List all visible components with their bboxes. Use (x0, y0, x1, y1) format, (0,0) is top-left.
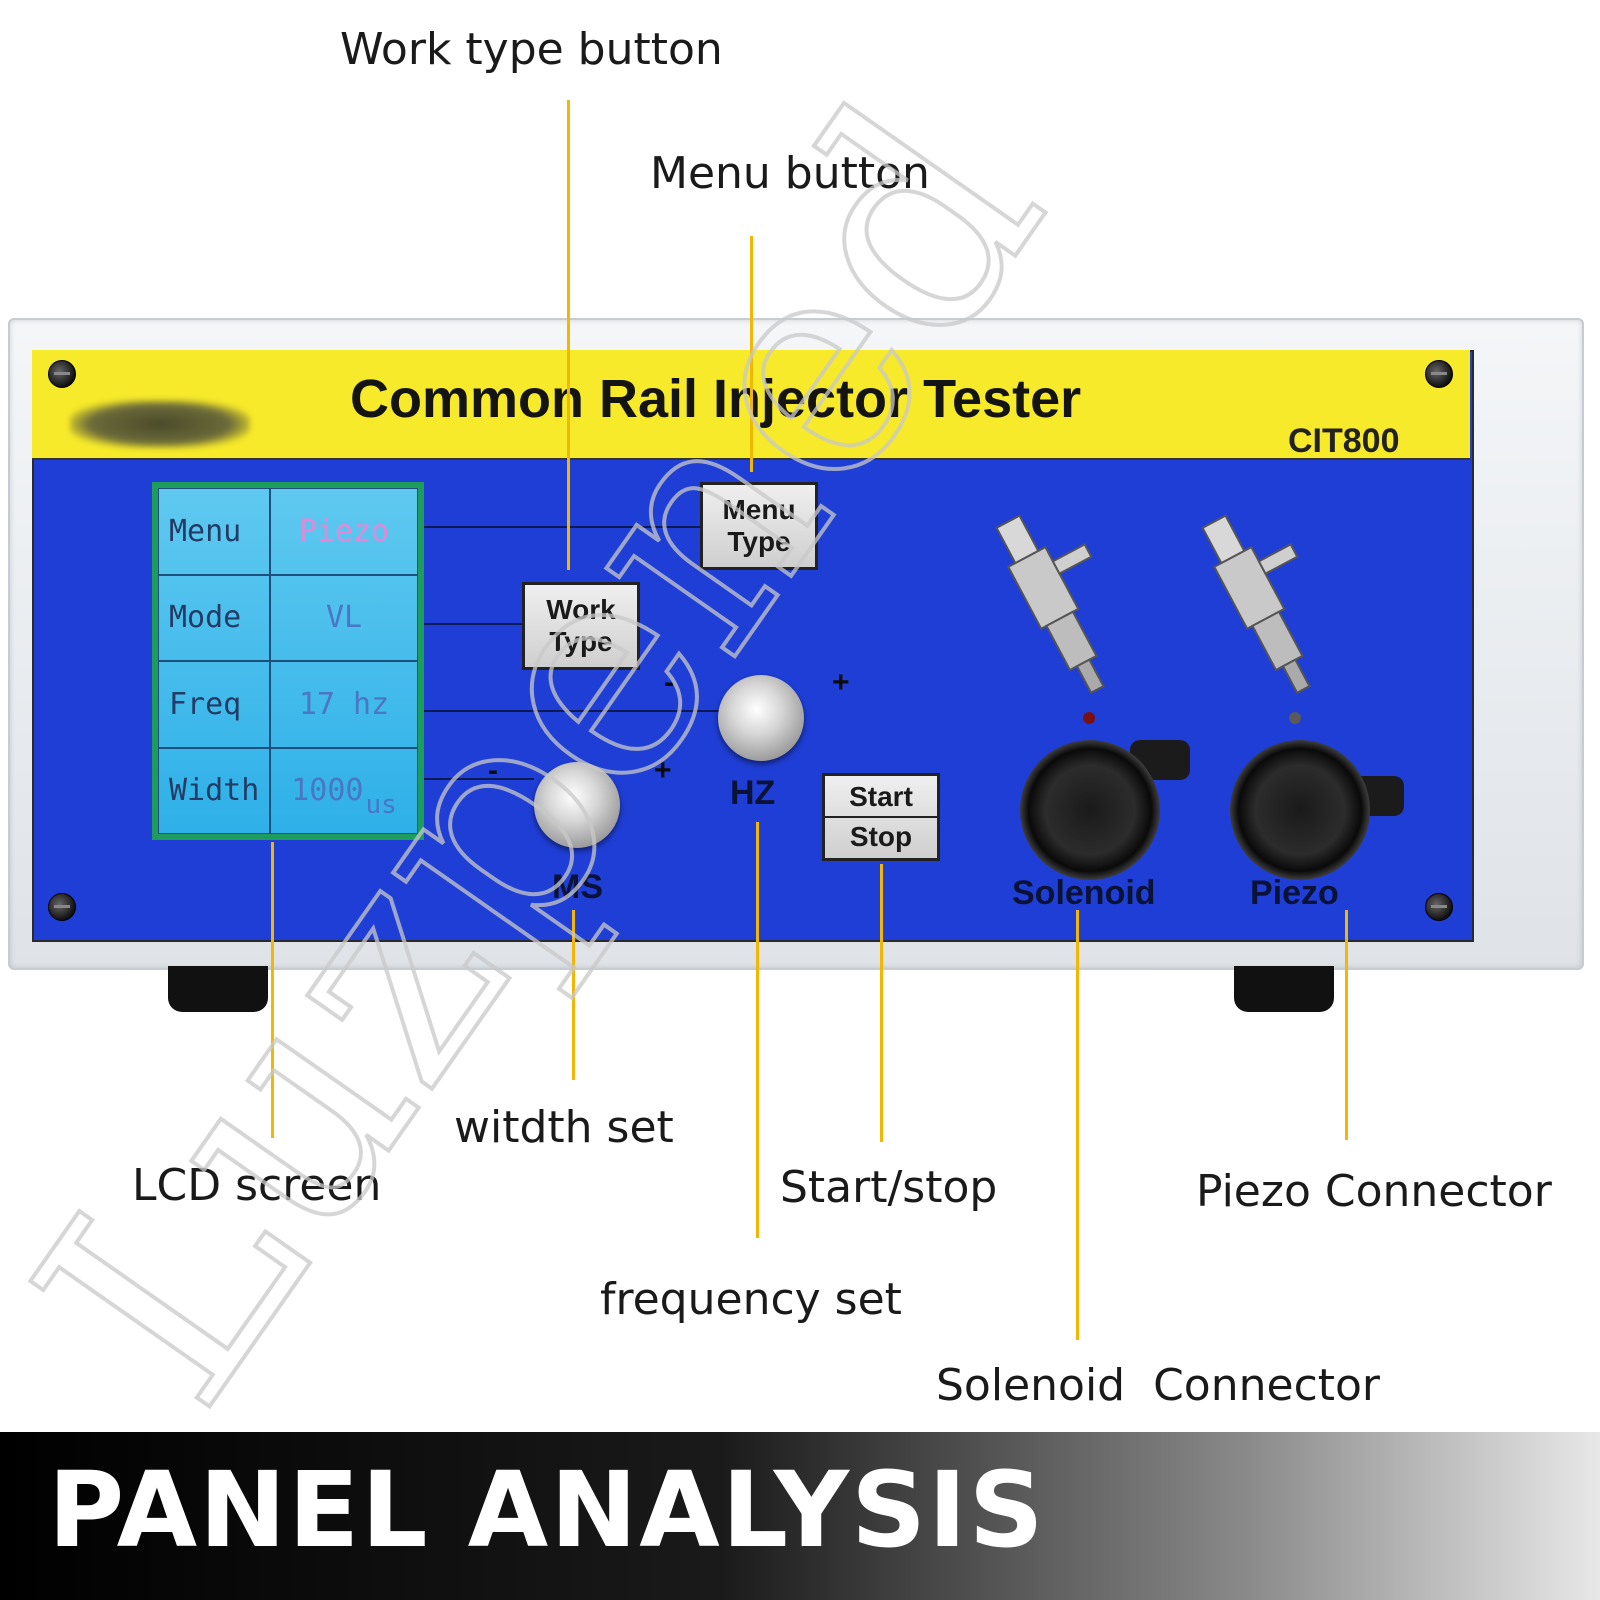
piezo-leader (1345, 910, 1348, 1140)
work-type-line1: Work (546, 594, 616, 625)
piezo-injector-icon (1201, 514, 1311, 695)
start-label: Start (825, 778, 937, 818)
lcd-width-value: 1000 (291, 773, 364, 809)
work-type-button[interactable]: Work Type (522, 582, 640, 670)
hz-plus-sign: + (832, 666, 850, 699)
lcd-freq-value: 17 hz (270, 661, 418, 748)
device-model: CIT800 (1288, 422, 1400, 460)
footer-title: PANEL ANALYSIS (48, 1449, 1046, 1571)
frequency-leader (756, 822, 759, 1238)
callout-start-stop: Start/stop (780, 1162, 998, 1213)
callout-lcd-screen: LCD screen (132, 1160, 382, 1211)
width-knob[interactable] (534, 762, 620, 848)
piezo-indicator-led (1289, 712, 1301, 724)
screw-icon (48, 893, 76, 921)
lcd-width-unit: us (365, 789, 397, 820)
screw-icon (48, 360, 76, 388)
width-link-line (424, 778, 534, 780)
lcd-menu-value: Piezo (270, 488, 418, 575)
callout-work-type-button: Work type button (340, 24, 723, 75)
start-stop-leader (880, 864, 883, 1142)
lcd-screen: Menu Piezo Mode VL Freq 17 hz Width 1000… (152, 482, 424, 840)
screw-icon (1425, 893, 1453, 921)
lcd-menu-key: Menu (158, 488, 270, 575)
menu-leader (750, 236, 753, 472)
piezo-label: Piezo (1250, 874, 1339, 912)
footer-band (0, 1432, 1600, 1600)
menu-link-line (424, 526, 700, 528)
stop-label: Stop (849, 821, 913, 852)
device-foot (1234, 966, 1334, 1012)
ms-label: MS (552, 868, 603, 906)
ms-minus-sign: - (488, 754, 498, 787)
solenoid-indicator-led (1083, 712, 1095, 724)
callout-solenoid-connector: Solenoid Connector (936, 1360, 1381, 1411)
lcd-mode-value: VL (270, 574, 418, 661)
work-type-leader (567, 100, 570, 570)
brand-logo (70, 400, 250, 448)
device-title: Common Rail Injector Tester (350, 369, 1082, 429)
menu-type-button[interactable]: Menu Type (700, 482, 818, 570)
menu-type-line2: Type (727, 526, 791, 557)
piezo-connector[interactable] (1230, 740, 1370, 880)
callout-frequency-set: frequency set (600, 1274, 902, 1325)
width-leader (572, 910, 575, 1080)
device-foot (168, 966, 268, 1012)
hz-minus-sign: - (664, 666, 674, 699)
lcd-mode-key: Mode (158, 574, 270, 661)
solenoid-injector-icon (995, 514, 1105, 695)
lcd-width-key: Width (158, 747, 270, 834)
work-type-line2: Type (549, 626, 613, 657)
callout-width-set: witdth set (454, 1102, 674, 1153)
hz-label: HZ (730, 774, 776, 812)
callout-piezo-connector: Piezo Connector (1196, 1166, 1552, 1217)
screw-icon (1425, 360, 1453, 388)
ms-plus-sign: + (654, 754, 672, 787)
solenoid-connector[interactable] (1020, 740, 1160, 880)
solenoid-label: Solenoid (1012, 874, 1156, 912)
menu-type-line1: Menu (722, 494, 796, 525)
frequency-knob[interactable] (718, 675, 804, 761)
start-stop-button[interactable]: Start Stop (822, 773, 940, 861)
lcd-leader (271, 842, 274, 1138)
solenoid-leader (1076, 910, 1079, 1340)
lcd-freq-key: Freq (158, 661, 270, 748)
callout-menu-button: Menu button (650, 148, 930, 199)
freq-link-line (424, 710, 724, 712)
work-link-line (424, 623, 524, 625)
